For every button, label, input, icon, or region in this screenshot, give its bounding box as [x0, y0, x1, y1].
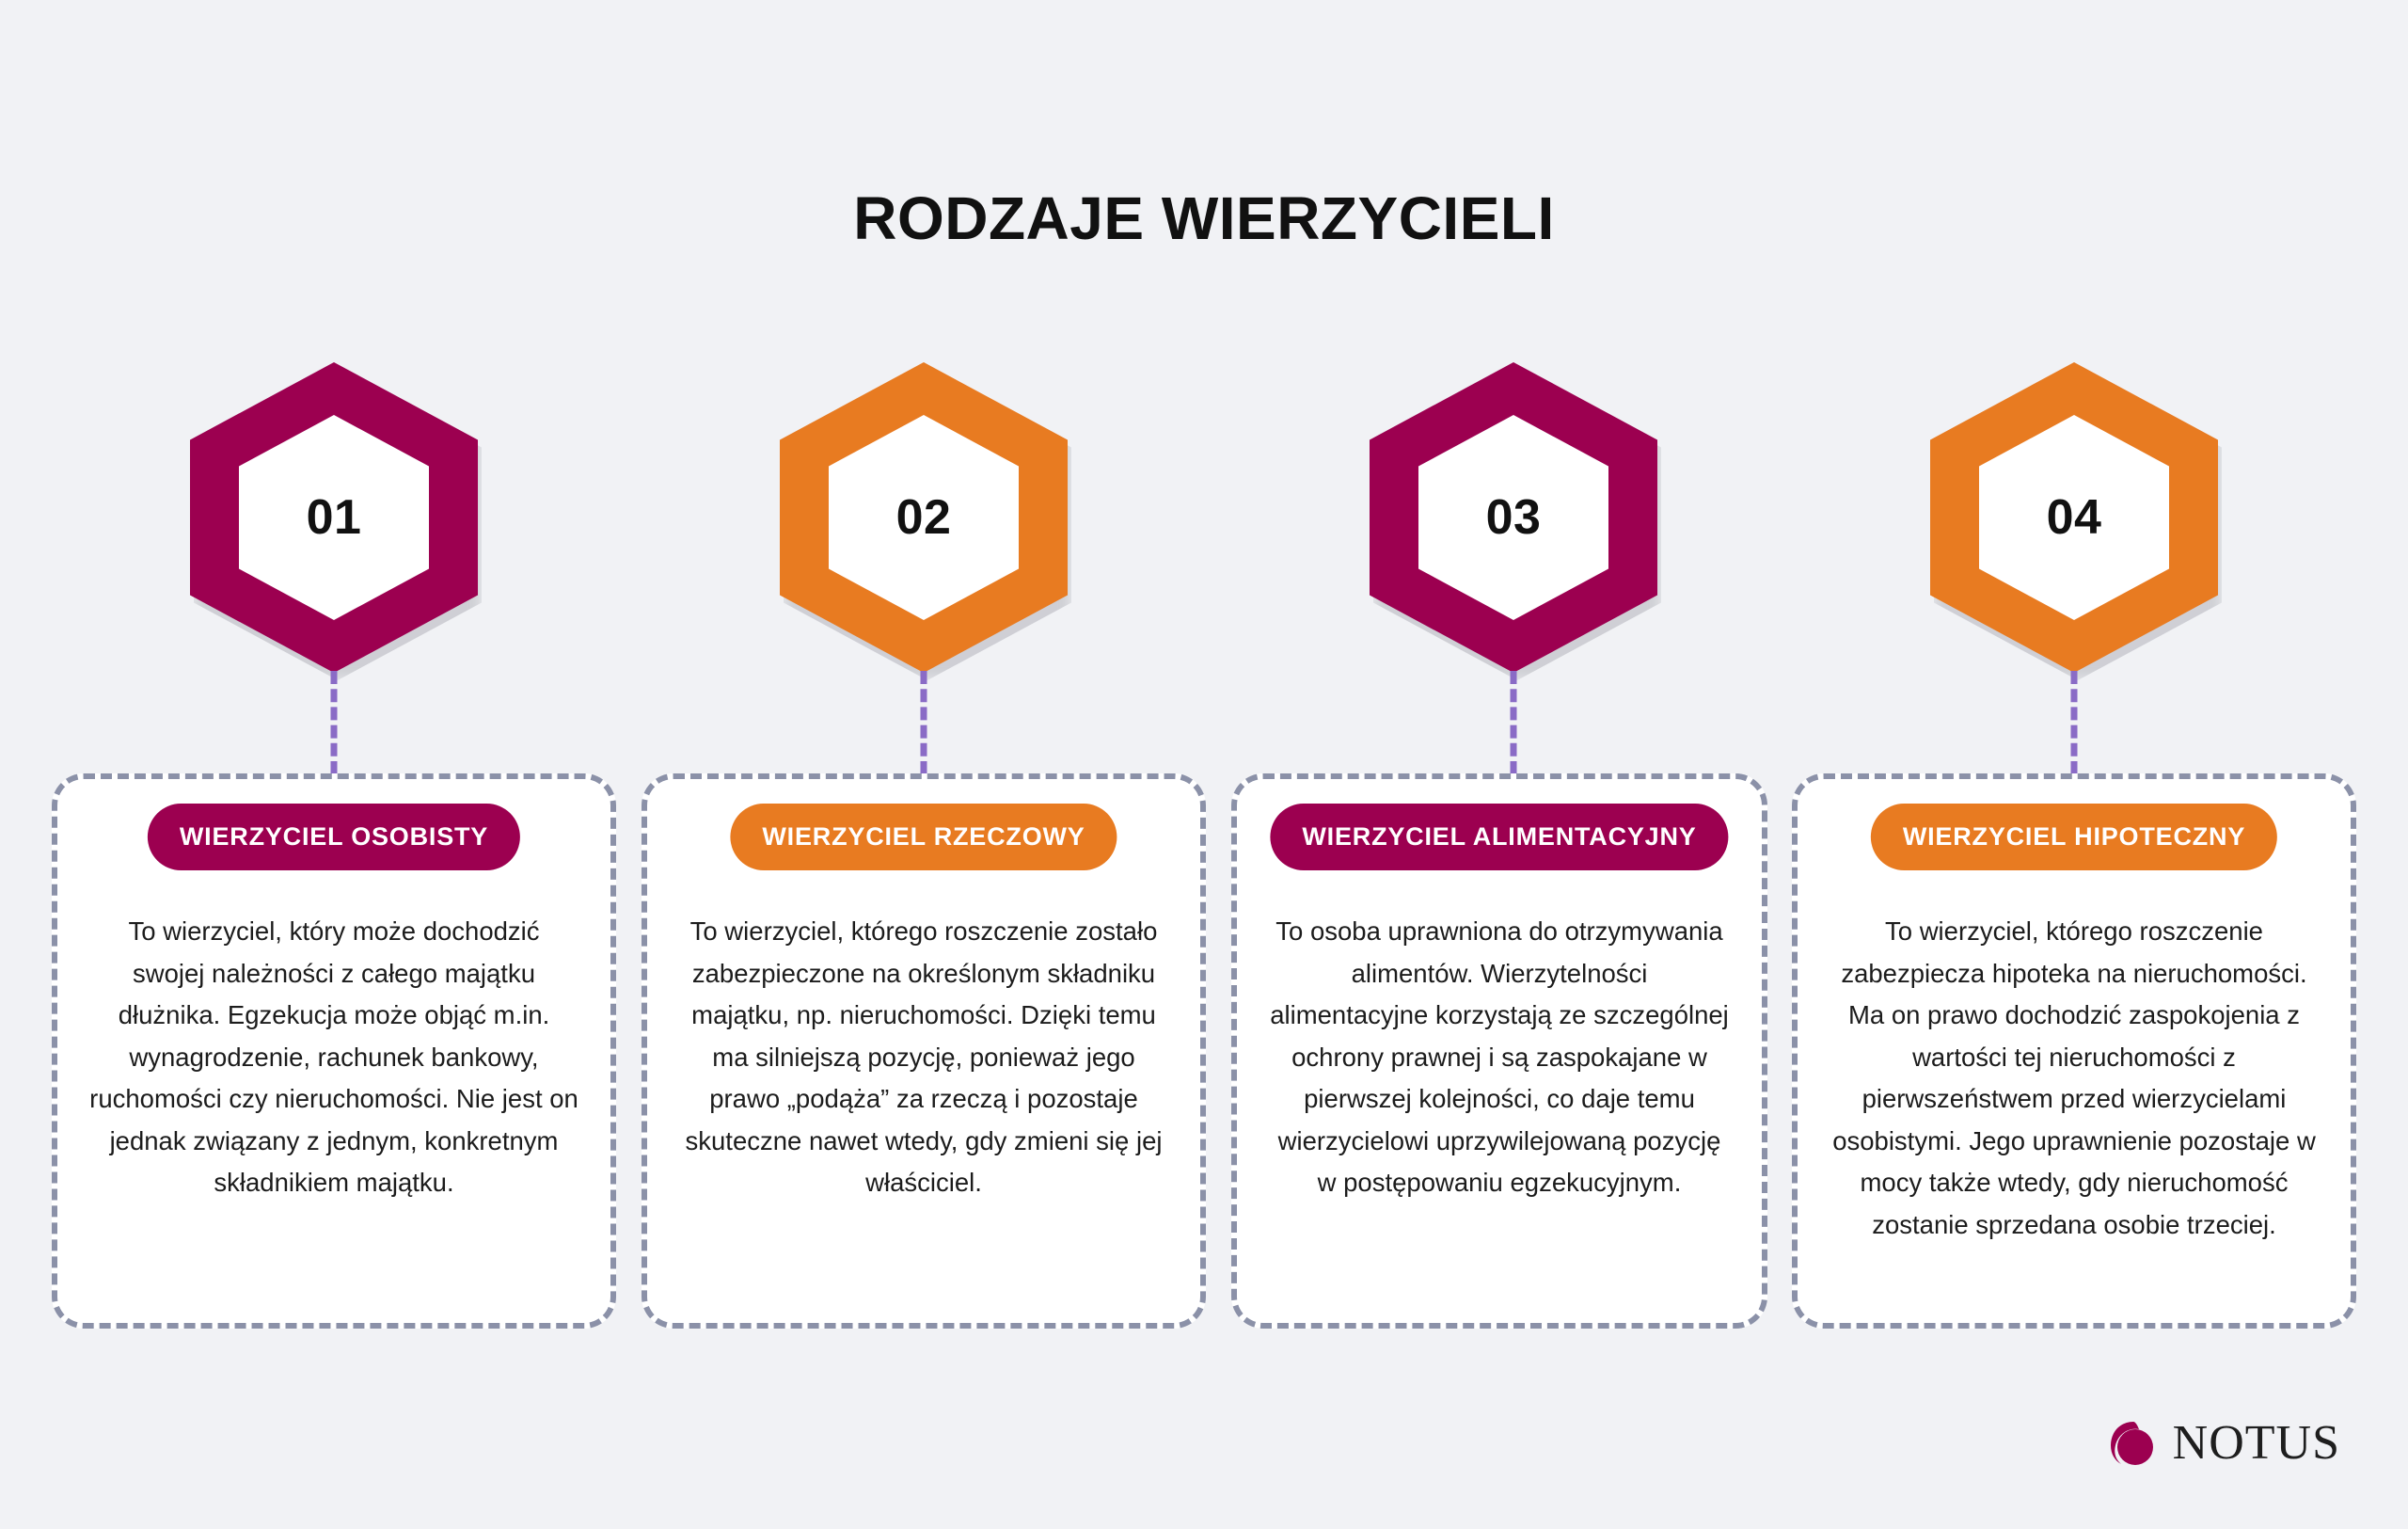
hexagon-icon: 04 — [1930, 362, 2218, 673]
hexagon-badge-2: 02 — [780, 362, 1071, 680]
notus-logo: NOTUS — [2105, 1416, 2340, 1471]
card-header-label: WIERZYCIEL OSOBISTY — [179, 822, 489, 851]
connector-line-1 — [330, 671, 338, 774]
card-header-label: WIERZYCIEL RZECZOWY — [762, 822, 1085, 851]
hexagon-inner: 03 — [1418, 415, 1608, 620]
card-1: WIERZYCIEL OSOBISTY To wierzyciel, który… — [52, 773, 616, 1329]
step-number: 03 — [1485, 490, 1542, 545]
card-3: WIERZYCIEL ALIMENTACYJNY To osoba uprawn… — [1231, 773, 1767, 1329]
notus-mark-icon — [2105, 1416, 2160, 1471]
connector-line-2 — [920, 671, 927, 774]
card-body-text: To wierzyciel, który może dochodzić swoj… — [89, 916, 578, 1198]
card-body-text: To osoba uprawniona do otrzymywania alim… — [1270, 916, 1729, 1198]
card-header-label: WIERZYCIEL HIPOTECZNY — [1902, 822, 2246, 851]
column-4: 04 WIERZYCIEL HIPOTECZNY To wierzyciel, … — [1792, 0, 2356, 1529]
column-3: 03 WIERZYCIEL ALIMENTACYJNY To osoba upr… — [1231, 0, 1796, 1529]
step-number: 02 — [895, 490, 952, 545]
hexagon-icon: 03 — [1370, 362, 1657, 673]
card-4: WIERZYCIEL HIPOTECZNY To wierzyciel, któ… — [1792, 773, 2356, 1329]
column-2: 02 WIERZYCIEL RZECZOWY To wierzyciel, kt… — [642, 0, 1206, 1529]
connector-line-3 — [1510, 671, 1517, 774]
connector-line-4 — [2070, 671, 2078, 774]
hexagon-inner: 02 — [829, 415, 1019, 620]
hexagon-badge-1: 01 — [190, 362, 482, 680]
hexagon-badge-4: 04 — [1930, 362, 2222, 680]
page-title: RODZAJE WIERZYCIELI — [853, 184, 1555, 252]
hexagon-badge-3: 03 — [1370, 362, 1661, 680]
hexagon-inner: 01 — [239, 415, 429, 620]
card-header-label: WIERZYCIEL ALIMENTACYJNY — [1302, 822, 1697, 851]
step-number: 01 — [306, 490, 362, 545]
hexagon-icon: 02 — [780, 362, 1068, 673]
notus-wordmark: NOTUS — [2172, 1416, 2340, 1470]
card-header-3: WIERZYCIEL ALIMENTACYJNY — [1270, 804, 1729, 870]
card-header-1: WIERZYCIEL OSOBISTY — [147, 804, 521, 870]
card-header-4: WIERZYCIEL HIPOTECZNY — [1870, 804, 2278, 870]
step-number: 04 — [2046, 490, 2102, 545]
card-body-text: To wierzyciel, którego roszczenie został… — [685, 916, 1163, 1198]
column-1: 01 WIERZYCIEL OSOBISTY To wierzyciel, kt… — [52, 0, 616, 1529]
hexagon-icon: 01 — [190, 362, 478, 673]
card-header-2: WIERZYCIEL RZECZOWY — [730, 804, 1117, 870]
hexagon-inner: 04 — [1979, 415, 2169, 620]
card-2: WIERZYCIEL RZECZOWY To wierzyciel, które… — [642, 773, 1206, 1329]
card-body-text: To wierzyciel, którego roszczenie zabezp… — [1832, 916, 2316, 1239]
